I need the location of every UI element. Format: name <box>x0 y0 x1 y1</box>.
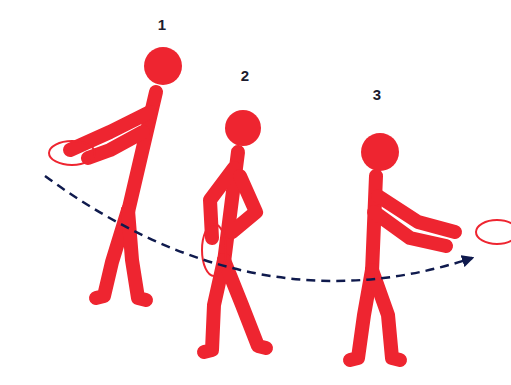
rugby-ball <box>202 224 226 276</box>
rugby-ball <box>476 220 511 244</box>
callout-number: 1 <box>158 16 166 33</box>
player-figure <box>350 133 455 360</box>
pass-trajectory <box>45 176 472 281</box>
callout-number: 2 <box>241 67 249 84</box>
callout-number: 3 <box>373 86 381 103</box>
player-figure <box>204 110 266 352</box>
rugby-ball <box>49 141 95 165</box>
player-figure <box>70 47 182 300</box>
